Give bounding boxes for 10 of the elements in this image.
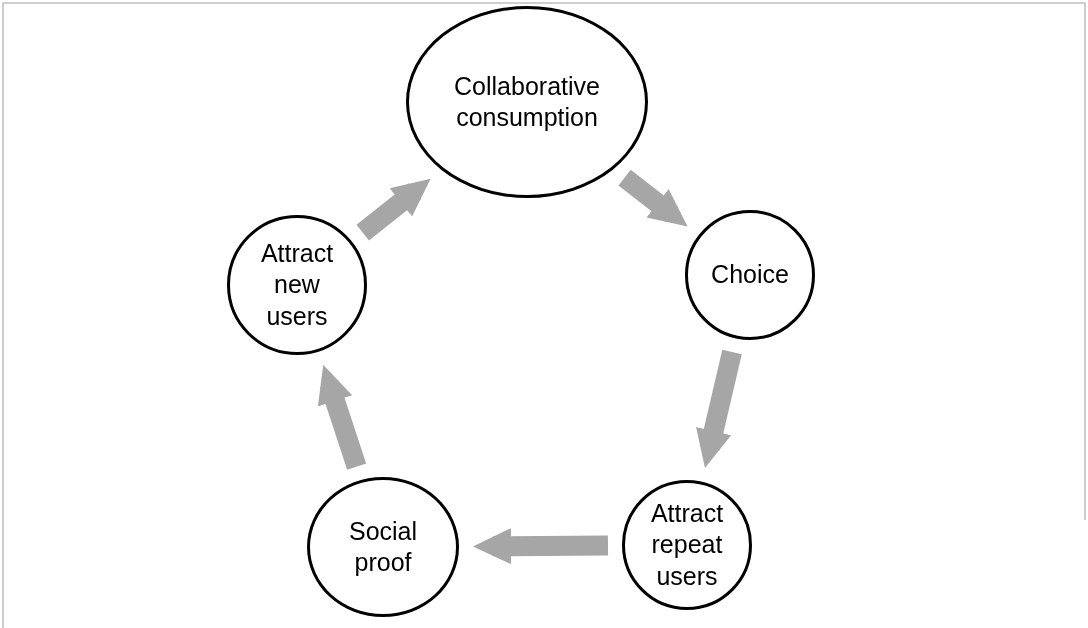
node-label: Social proof <box>347 515 419 578</box>
block-arrow <box>317 364 367 470</box>
block-arrow <box>473 528 609 565</box>
block-arrow <box>696 349 742 469</box>
block-arrow <box>618 169 688 227</box>
node-label: Attract repeat users <box>649 498 725 592</box>
block-arrow <box>356 178 431 241</box>
node-label: Collaborative consumption <box>453 70 601 133</box>
node-label: Choice <box>711 259 789 291</box>
node-label: Attract new users <box>259 238 335 332</box>
